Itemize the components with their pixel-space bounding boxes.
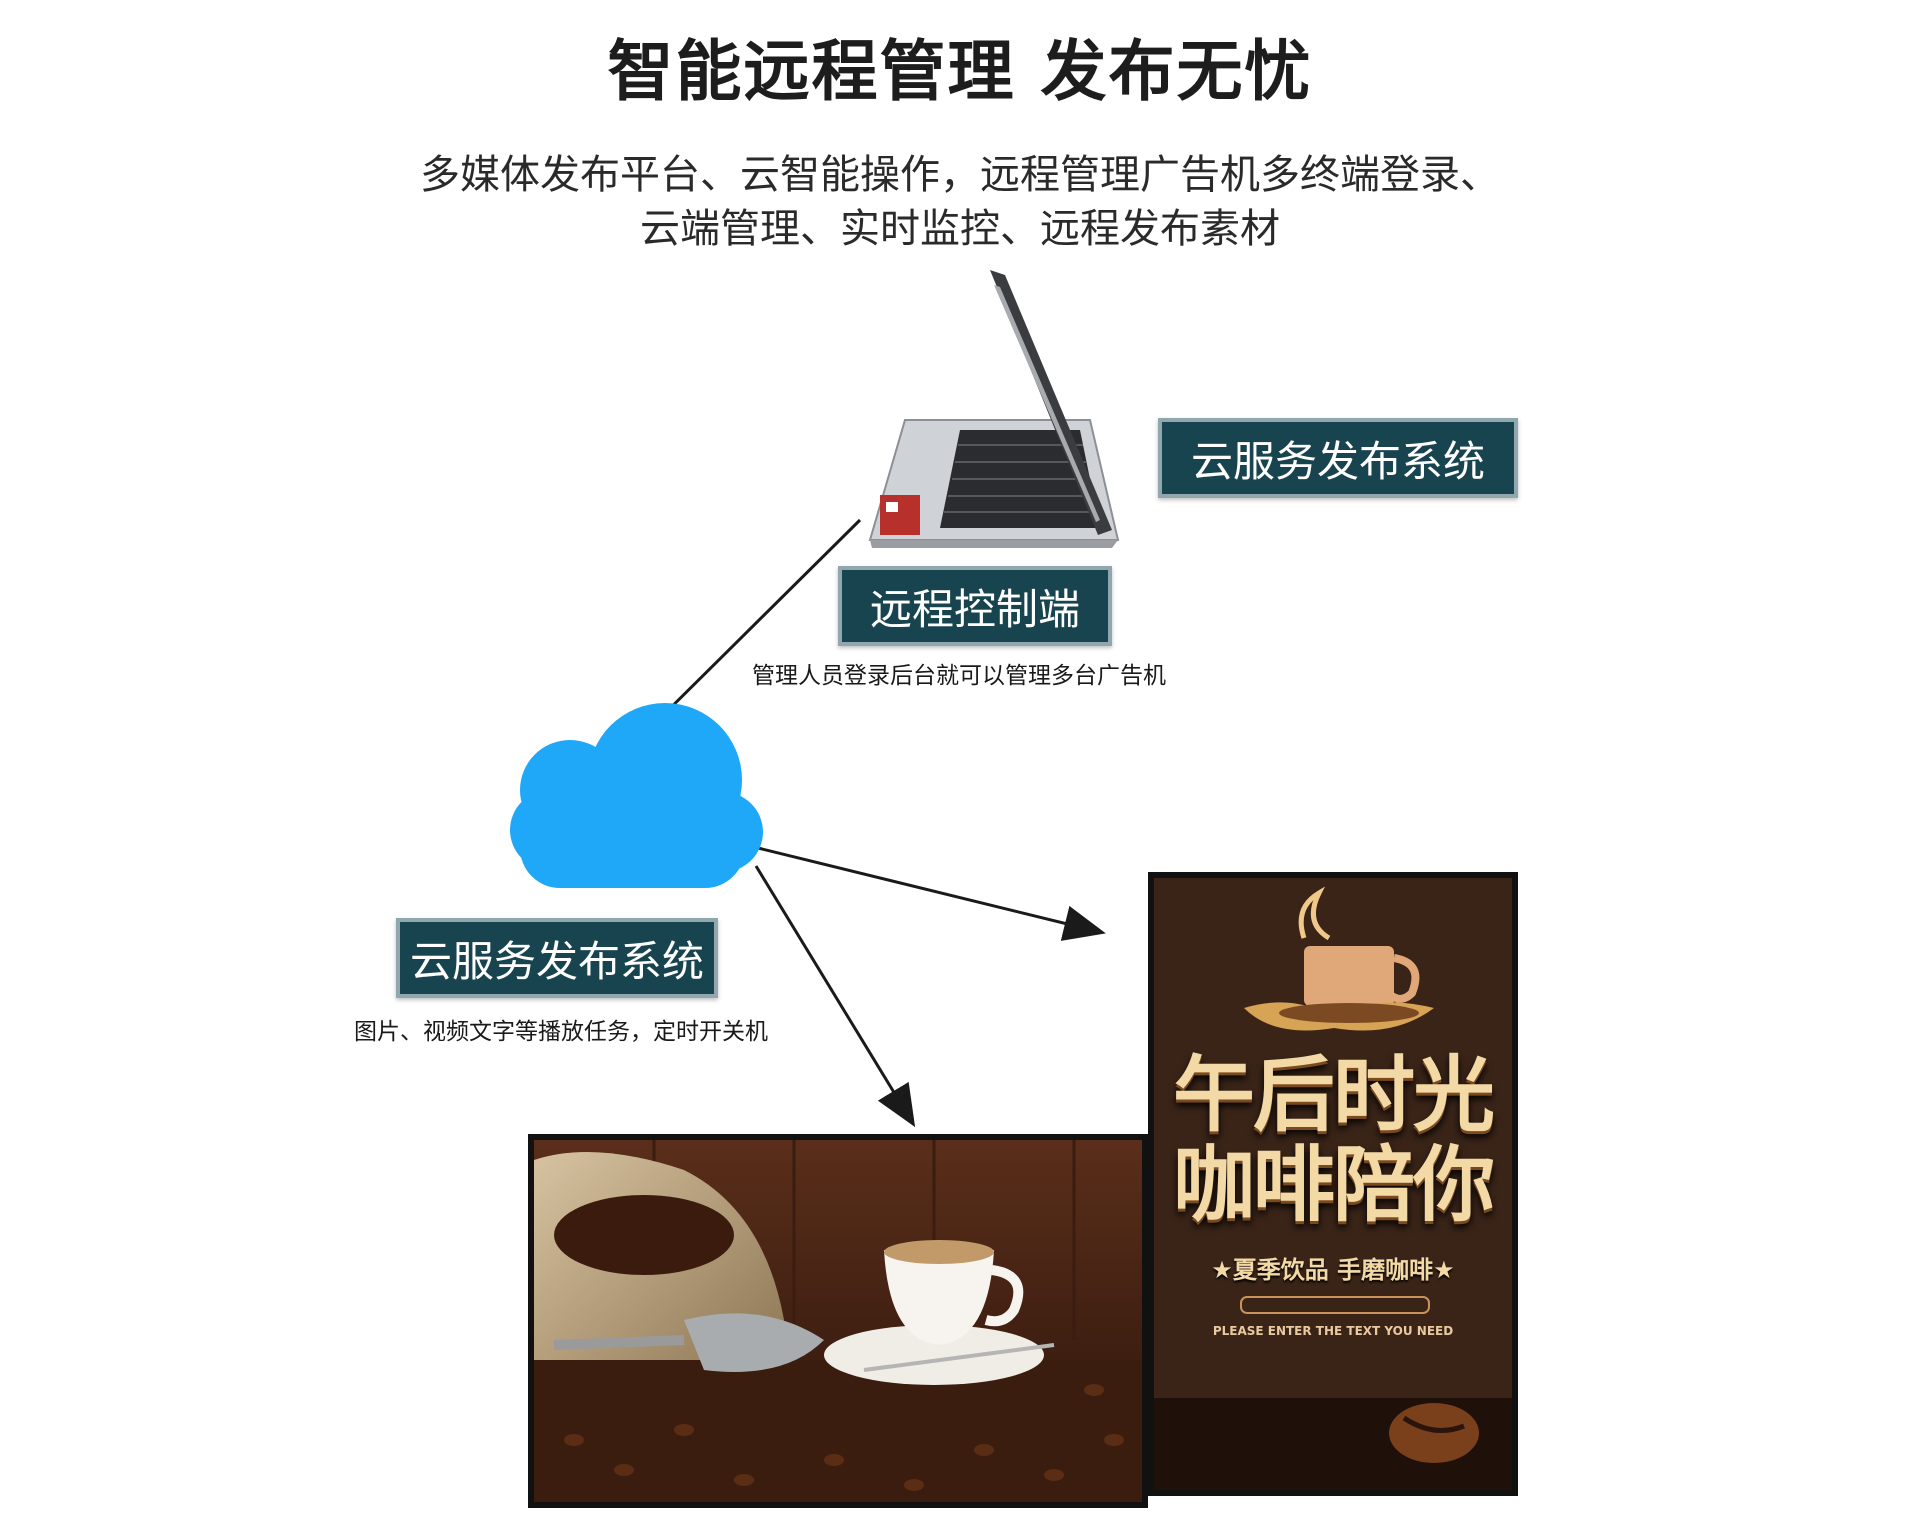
cloud-service-caption: 图片、视频文字等播放任务，定时开关机 (354, 1019, 768, 1045)
portrait-display-screen: 午后时光 咖啡陪你 ★夏季饮品 手磨咖啡★ PLEASE ENTER THE T… (1148, 872, 1518, 1496)
remote-control-label: 远程控制端 (838, 566, 1112, 646)
poster-subtitle: ★夏季饮品 手磨咖啡★ (1211, 1256, 1455, 1284)
page-subtitle: 多媒体发布平台、云智能操作，远程管理广告机多终端登录、 云端管理、实时监控、远程… (300, 148, 1620, 256)
landscape-display-screen (528, 1134, 1148, 1508)
page-title: 智能远程管理 发布无忧 (607, 33, 1313, 110)
poster-small-text: PLEASE ENTER THE TEXT YOU NEED (1212, 1324, 1454, 1338)
cloud-service-label-top: 云服务发布系统 (1158, 418, 1518, 498)
coffee-scene-image (534, 1140, 1142, 1502)
poster-title-line-1: 午后时光 (1172, 1048, 1495, 1143)
cloud-service-label: 云服务发布系统 (396, 918, 718, 998)
poster-title-line-2: 咖啡陪你 (1172, 1138, 1495, 1233)
arrow-cloud-to-portrait-screen (757, 846, 1106, 941)
arrow-cloud-to-landscape-screen (754, 865, 916, 1128)
poster-background (1154, 878, 1512, 1490)
poster-divider (1240, 1296, 1430, 1314)
subtitle-line-1: 多媒体发布平台、云智能操作，远程管理广告机多终端登录、 (420, 152, 1500, 198)
remote-control-caption: 管理人员登录后台就可以管理多台广告机 (752, 663, 1166, 689)
subtitle-line-2: 云端管理、实时监控、远程发布素材 (640, 206, 1280, 252)
